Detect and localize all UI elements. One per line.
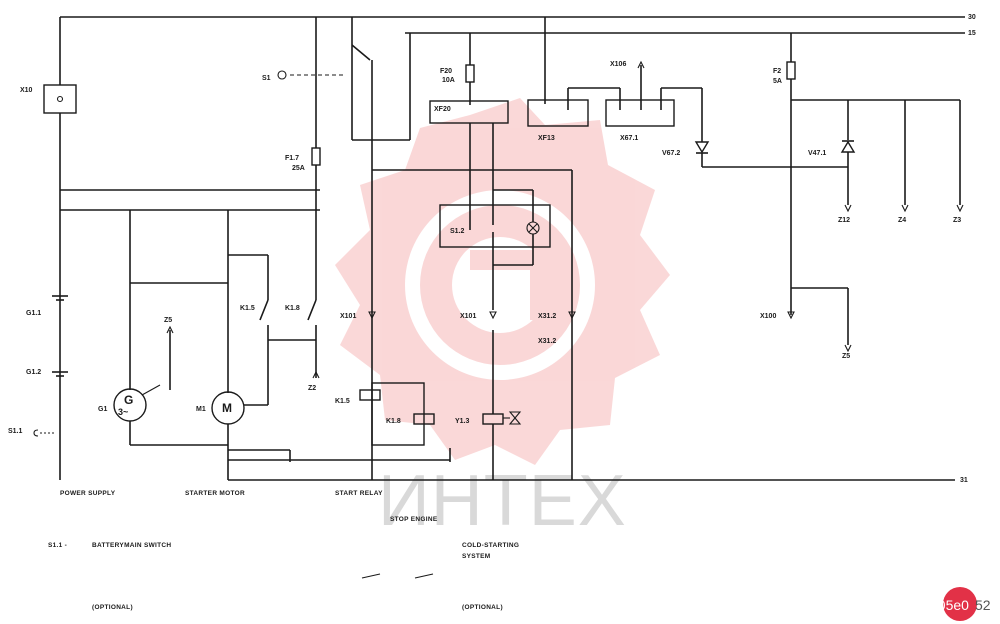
k15-contact (259, 299, 269, 321)
xf20-connector (429, 100, 509, 124)
motor-symbol: M (222, 401, 232, 415)
x101a-label: X101 (340, 313, 356, 320)
diode-v471-icon (840, 140, 856, 153)
s11-label: S1.1 (8, 428, 23, 435)
key-icon (277, 70, 287, 80)
k18-contact (307, 299, 317, 321)
section-power-supply: POWER SUPPLY (60, 490, 116, 497)
s12-label: S1.2 (450, 228, 465, 235)
valve-icon (508, 411, 522, 425)
z3-label: Z3 (953, 217, 961, 224)
v672-label: V67.2 (662, 150, 680, 157)
s1-label: S1 (262, 75, 271, 82)
g1-label: G1 (98, 406, 107, 413)
x101b-label: X101 (460, 313, 476, 320)
generator-phase: 3~ (118, 407, 128, 417)
xf13-label: XF13 (538, 135, 555, 142)
z5-ref-label: Z5 (164, 317, 172, 324)
arrow-icon (166, 325, 174, 334)
diode-v672-icon (694, 141, 710, 154)
fuse-f2 (786, 61, 796, 80)
x100-label: X100 (760, 313, 776, 320)
k15b-label: K1.5 (335, 398, 350, 405)
arrow-icon (901, 204, 909, 213)
section-start-relay: START RELAY (335, 490, 383, 497)
switch-symbol (361, 573, 381, 579)
arrow-icon (956, 204, 964, 213)
s12-box (439, 204, 551, 248)
lamp-icon-x (528, 223, 538, 233)
section-stop-engine: STOP ENGINE (390, 516, 438, 523)
z5-label: Z5 (842, 353, 850, 360)
connector-x100-icon (787, 311, 795, 320)
section-starter-motor: STARTER MOTOR (185, 490, 245, 497)
arrow-icon (637, 60, 645, 69)
x671-connector (605, 99, 675, 127)
connector-x101-icon (489, 311, 497, 320)
switch-knob-icon (33, 429, 39, 437)
xf20-label: XF20 (434, 106, 451, 113)
generator-symbol: G (124, 393, 133, 407)
section-system: SYSTEM (462, 553, 491, 560)
wire (141, 384, 161, 396)
k18b-label: K1.8 (386, 418, 401, 425)
k18-label: K1.8 (285, 305, 300, 312)
x312a-label: X31.2 (538, 313, 556, 320)
f2-label: F2 (773, 68, 781, 75)
x10-label: X10 (20, 87, 33, 94)
g11-label: G1.1 (26, 310, 41, 317)
fuse-f17 (311, 147, 321, 166)
arrow-icon (844, 204, 852, 213)
x10-pin (56, 95, 64, 103)
rail-30-label: 30 (968, 14, 976, 21)
f20-label: F20 (440, 68, 452, 75)
k15-coil (359, 389, 381, 401)
arrow-icon (844, 344, 852, 353)
watermark-text: ИНТЕХ (378, 461, 627, 541)
optional-left: (OPTIONAL) (92, 604, 133, 611)
f17-label: F1.7 (285, 155, 299, 162)
x106-label: X106 (610, 61, 626, 68)
fuse-f20 (465, 64, 475, 83)
z12-label: Z12 (838, 217, 850, 224)
xf13-connector (527, 99, 589, 127)
x312b-label: X31.2 (538, 338, 556, 345)
v471-label: V47.1 (808, 150, 826, 157)
section-cold-starting: COLD-STARTING (462, 542, 519, 549)
f2-rating: 5A (773, 78, 782, 85)
connector-x101-icon (368, 311, 376, 320)
k15-label: K1.5 (240, 305, 255, 312)
rail-31-label: 31 (960, 477, 968, 484)
k18-coil (413, 413, 435, 425)
y13-label: Y1.3 (455, 418, 470, 425)
m1-label: M1 (196, 406, 206, 413)
s11-legend-code: S1.1 - (48, 542, 67, 549)
badge-text: 805e0 (930, 597, 969, 613)
s1-contact (351, 44, 371, 61)
z4-label: Z4 (898, 217, 906, 224)
x10-connector (43, 84, 77, 114)
rail-15-label: 15 (968, 30, 976, 37)
badge-circle (943, 587, 977, 621)
g12-label: G1.2 (26, 369, 41, 376)
battery-switch-legend: BATTERYMAIN SWITCH (92, 542, 171, 549)
x671-label: X67.1 (620, 135, 638, 142)
connector-x312-icon (568, 311, 576, 320)
badge-suffix: 52 (975, 597, 991, 613)
f17-rating: 25A (292, 165, 305, 172)
f20-rating: 10A (442, 77, 455, 84)
arrow-icon (312, 370, 320, 379)
switch-symbol (414, 573, 434, 579)
z2-label: Z2 (308, 385, 316, 392)
optional-right: (OPTIONAL) (462, 604, 503, 611)
watermark-gear-icon (335, 98, 670, 465)
